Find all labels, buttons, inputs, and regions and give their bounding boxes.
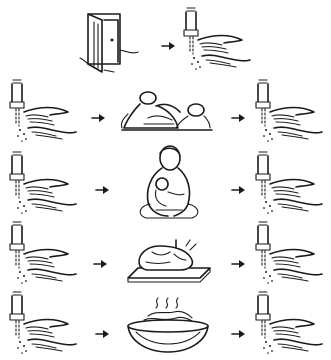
handwash-icon xyxy=(256,222,322,284)
row-4 xyxy=(10,222,322,284)
arrow-icon xyxy=(162,42,175,50)
raw-poultry-icon xyxy=(128,240,210,282)
arrow-icon xyxy=(232,114,245,122)
row-1 xyxy=(80,8,250,72)
handwash-icon xyxy=(256,292,322,354)
handwash-icon xyxy=(10,152,76,214)
arrow-icon xyxy=(92,114,105,122)
diaper-change-icon xyxy=(121,92,212,130)
handwash-icon xyxy=(184,8,250,70)
toilet-icon xyxy=(80,14,138,72)
arrow-icon xyxy=(96,330,109,338)
handwash-icon xyxy=(10,292,76,354)
arrow-icon xyxy=(94,260,107,268)
row-3 xyxy=(10,146,322,218)
breastfeeding-icon xyxy=(140,146,198,218)
handwash-icon xyxy=(10,80,76,142)
handwash-icon xyxy=(10,222,76,284)
arrow-icon xyxy=(96,186,109,194)
food-bowl-icon xyxy=(128,298,208,352)
row-5 xyxy=(10,292,322,354)
handwash-icon xyxy=(256,80,322,142)
row-2 xyxy=(10,80,322,142)
arrow-icon xyxy=(232,260,245,268)
handwash-icon xyxy=(256,152,322,214)
arrow-icon xyxy=(232,330,245,338)
arrow-icon xyxy=(232,186,245,194)
